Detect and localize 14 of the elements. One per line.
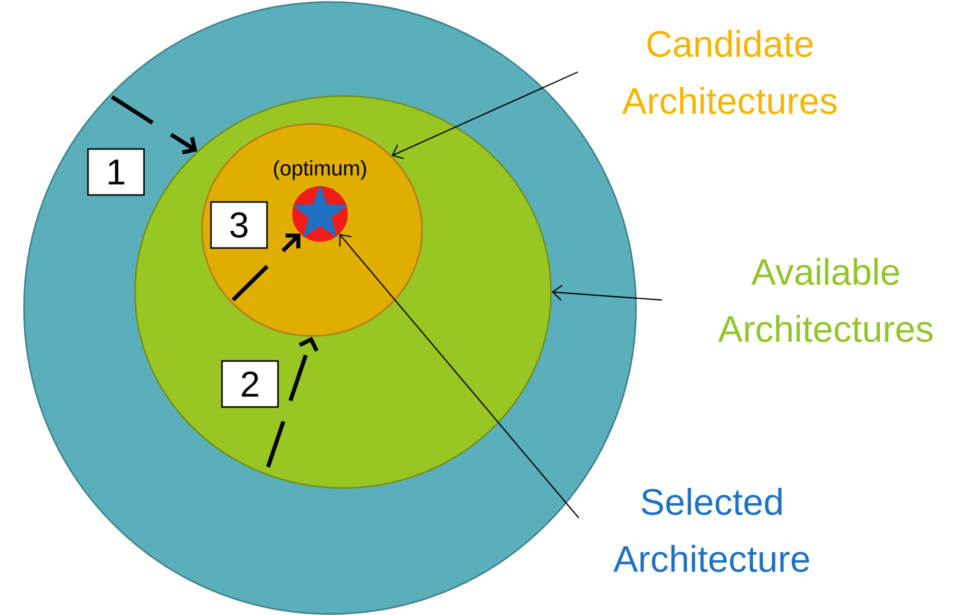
beside-label: (optimum)	[274, 160, 366, 180]
arrow	[392, 71, 578, 160]
number-box: 3	[210, 201, 268, 249]
region-label: Available Architectures	[718, 258, 933, 342]
number-box: 1	[87, 148, 145, 196]
target-circle	[292, 185, 348, 242]
arrow	[110, 95, 198, 154]
region-label: Selected Architecture	[613, 488, 810, 572]
arrow	[552, 284, 662, 301]
arrow	[339, 234, 580, 518]
arrow	[232, 234, 300, 302]
region-label: Candidate Architectures	[622, 30, 837, 114]
number-box: 2	[221, 360, 279, 408]
arrow	[266, 336, 319, 468]
